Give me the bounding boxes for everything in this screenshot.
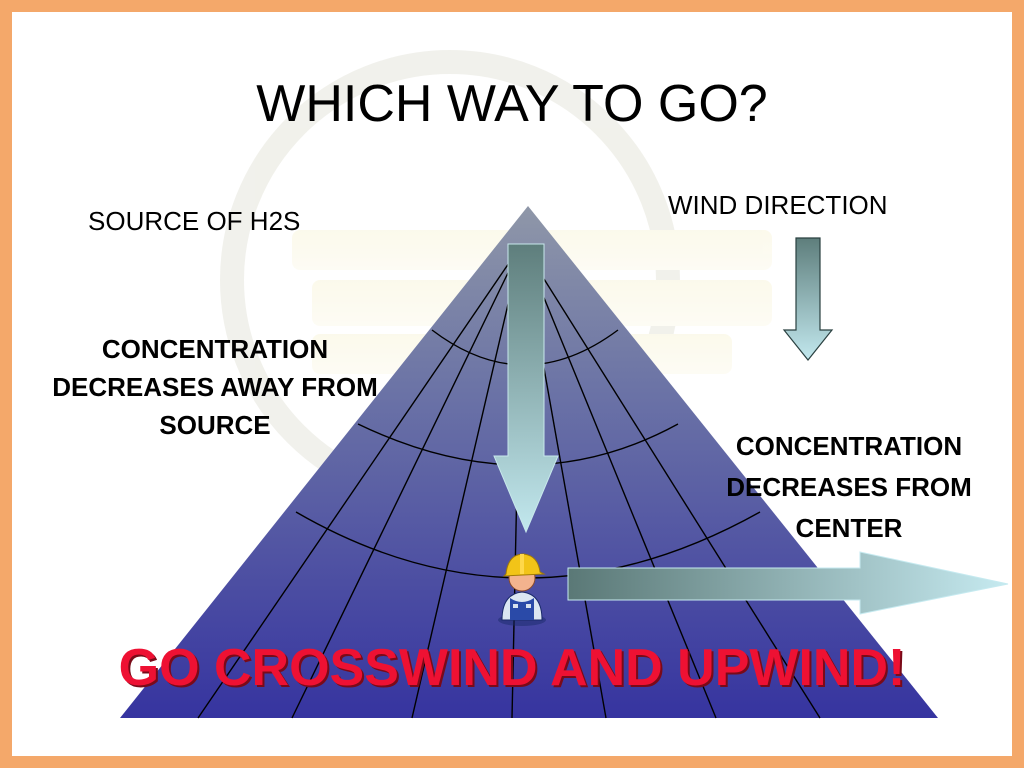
wind-direction-arrow <box>782 237 834 361</box>
slide-title: WHICH WAY TO GO? <box>256 75 768 133</box>
slide: WHICH WAY TO GO? SOURCE OF H2S WIND DIRE… <box>12 12 1012 756</box>
downwind-arrow <box>493 243 559 534</box>
source-label: SOURCE OF H2S <box>88 206 301 236</box>
concentration-source-note: CONCENTRATION DECREASES AWAY FROM SOURCE <box>52 334 378 440</box>
plume-spread-lines <box>197 243 821 719</box>
worker-hardhat-icon <box>498 553 546 626</box>
concentration-center-note: CONCENTRATION DECREASES FROM CENTER <box>726 431 972 543</box>
plume-diagram <box>120 50 1009 719</box>
wind-direction-label: WIND DIRECTION <box>668 190 888 220</box>
slogan-text: GO CROSSWIND AND UPWIND! <box>118 639 906 697</box>
crosswind-arrow <box>567 551 1009 615</box>
